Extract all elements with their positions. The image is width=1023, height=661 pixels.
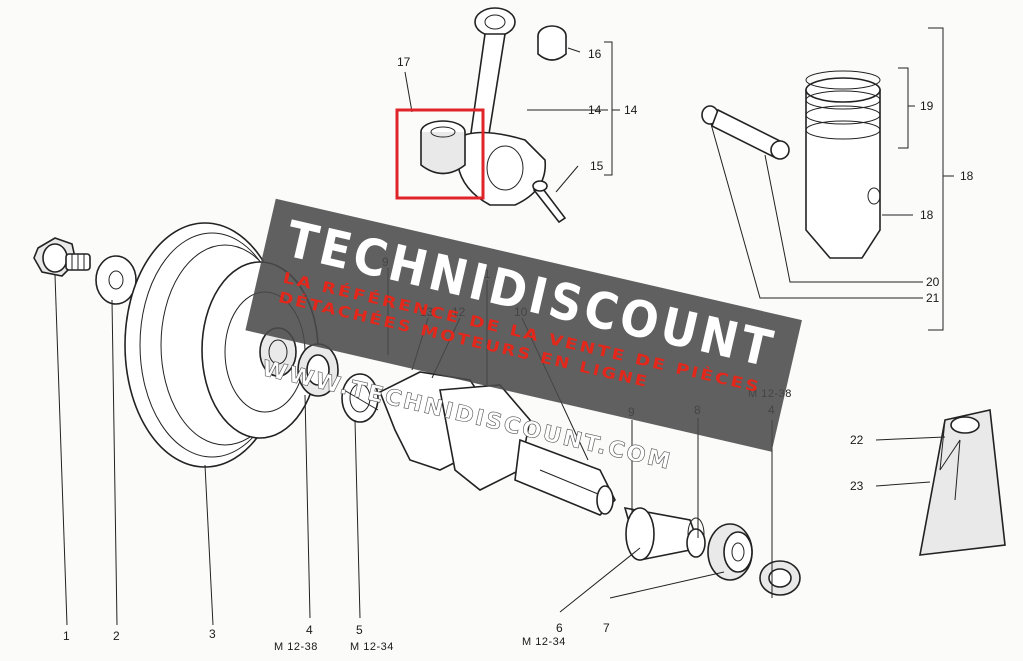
callout-20: 20 <box>926 275 940 289</box>
callout-1: 1 <box>63 629 70 643</box>
spec-5: M 12-34 <box>350 641 394 653</box>
callout-5: 5 <box>356 623 363 637</box>
part-2-washer <box>95 255 137 305</box>
callout-6: 6 <box>556 621 563 635</box>
callout-21: 21 <box>926 291 940 305</box>
part-18-piston <box>805 77 881 259</box>
highlight-box <box>395 108 485 200</box>
callout-18-piston: 18 <box>920 208 934 222</box>
callout-23: 23 <box>850 479 864 493</box>
part-14-connecting-rod <box>454 7 546 206</box>
callout-14-group: 14 <box>624 103 638 117</box>
callout-7: 7 <box>603 621 610 635</box>
part-22-23-gasket-kit <box>919 409 1006 556</box>
part-7-gear <box>707 523 753 581</box>
callout-22: 22 <box>850 433 864 447</box>
callout-14-rod: 14 <box>588 103 602 117</box>
callout-3: 3 <box>209 627 216 641</box>
callout-15: 15 <box>590 159 604 173</box>
part-9-sleeve <box>623 506 705 561</box>
part-15-rod-bolt <box>532 180 567 224</box>
callout-18-group: 18 <box>960 169 974 183</box>
callout-2: 2 <box>113 629 120 643</box>
callout-17: 17 <box>397 55 411 69</box>
part-5-bearing <box>341 373 379 423</box>
part-19-piston-rings <box>805 70 881 140</box>
leader-lines <box>54 27 954 626</box>
part-16-bushing <box>537 25 567 61</box>
callout-19: 19 <box>920 99 934 113</box>
part-1-nut <box>33 237 91 277</box>
spec-6: M 12-34 <box>522 636 566 648</box>
part-4-seal-left <box>297 343 339 397</box>
part-4-seal-right <box>759 560 801 596</box>
crankshaft <box>378 371 616 516</box>
part-8-ring <box>686 528 706 558</box>
spec-4-left: M 12-38 <box>274 641 318 653</box>
watermark-banner <box>245 198 802 452</box>
part-17-bearing-shell <box>420 120 466 175</box>
part-20-piston-pin <box>710 108 790 160</box>
callout-16: 16 <box>588 47 602 61</box>
callout-4-left: 4 <box>306 623 313 637</box>
